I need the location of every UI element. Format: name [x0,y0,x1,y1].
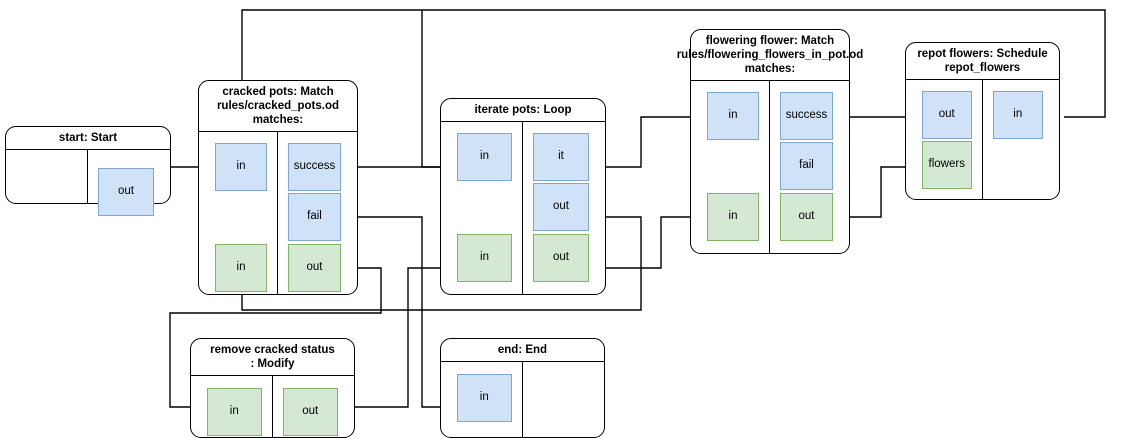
port-flowers[interactable]: flowers [922,141,972,189]
port-it[interactable]: it [533,133,589,181]
port-in[interactable]: in [207,388,262,436]
port-column-right: out [88,150,170,216]
port-out[interactable]: out [282,388,338,436]
port-column-left: in [191,376,273,437]
port-in[interactable]: in [992,91,1043,139]
node-title: start: Start [6,127,170,150]
port-out[interactable]: out [533,234,589,282]
node-title: repot flowers: Schedule repot_flowers [906,43,1059,80]
port-success[interactable]: success [780,92,833,140]
node-title: remove cracked status : Modify [191,339,354,376]
node-title: flowering flower: Match rules/flowering_… [677,30,863,81]
node-end[interactable]: end: End in [440,338,605,438]
port-column-right [523,362,605,437]
node-start[interactable]: start: Start out [5,126,171,216]
port-out[interactable]: out [922,91,972,139]
node-cracked_pots[interactable]: cracked pots: Match rules/cracked_pots.o… [198,80,358,295]
port-in[interactable]: in [707,92,759,140]
port-column-left: in in [199,132,278,294]
node-body: out [6,150,170,216]
port-success[interactable]: success [288,143,341,191]
port-column-left: in in [691,81,770,253]
node-title: cracked pots: Match rules/cracked_pots.o… [199,81,357,132]
port-out[interactable]: out [533,183,589,231]
port-column-right: out [273,376,355,437]
node-title: end: End [441,339,604,362]
port-in[interactable]: in [215,143,267,191]
port-in[interactable]: in [215,244,267,292]
port-column-left: in in [441,122,523,294]
port-out[interactable]: out [780,193,833,241]
port-column-left: in [441,362,523,437]
port-column-right: in [983,80,1060,199]
port-in[interactable]: in [457,374,512,422]
port-out[interactable]: out [98,168,154,216]
port-in[interactable]: in [457,234,512,282]
node-body: in [441,362,604,437]
node-title: iterate pots: Loop [441,99,605,122]
node-flowering_flower[interactable]: flowering flower: Match rules/flowering_… [677,29,863,254]
port-column-left [6,150,88,203]
port-out[interactable]: out [288,244,341,292]
port-in[interactable]: in [707,193,759,241]
port-in[interactable]: in [457,133,512,181]
port-fail[interactable]: fail [288,193,341,241]
port-fail[interactable]: fail [780,142,833,190]
